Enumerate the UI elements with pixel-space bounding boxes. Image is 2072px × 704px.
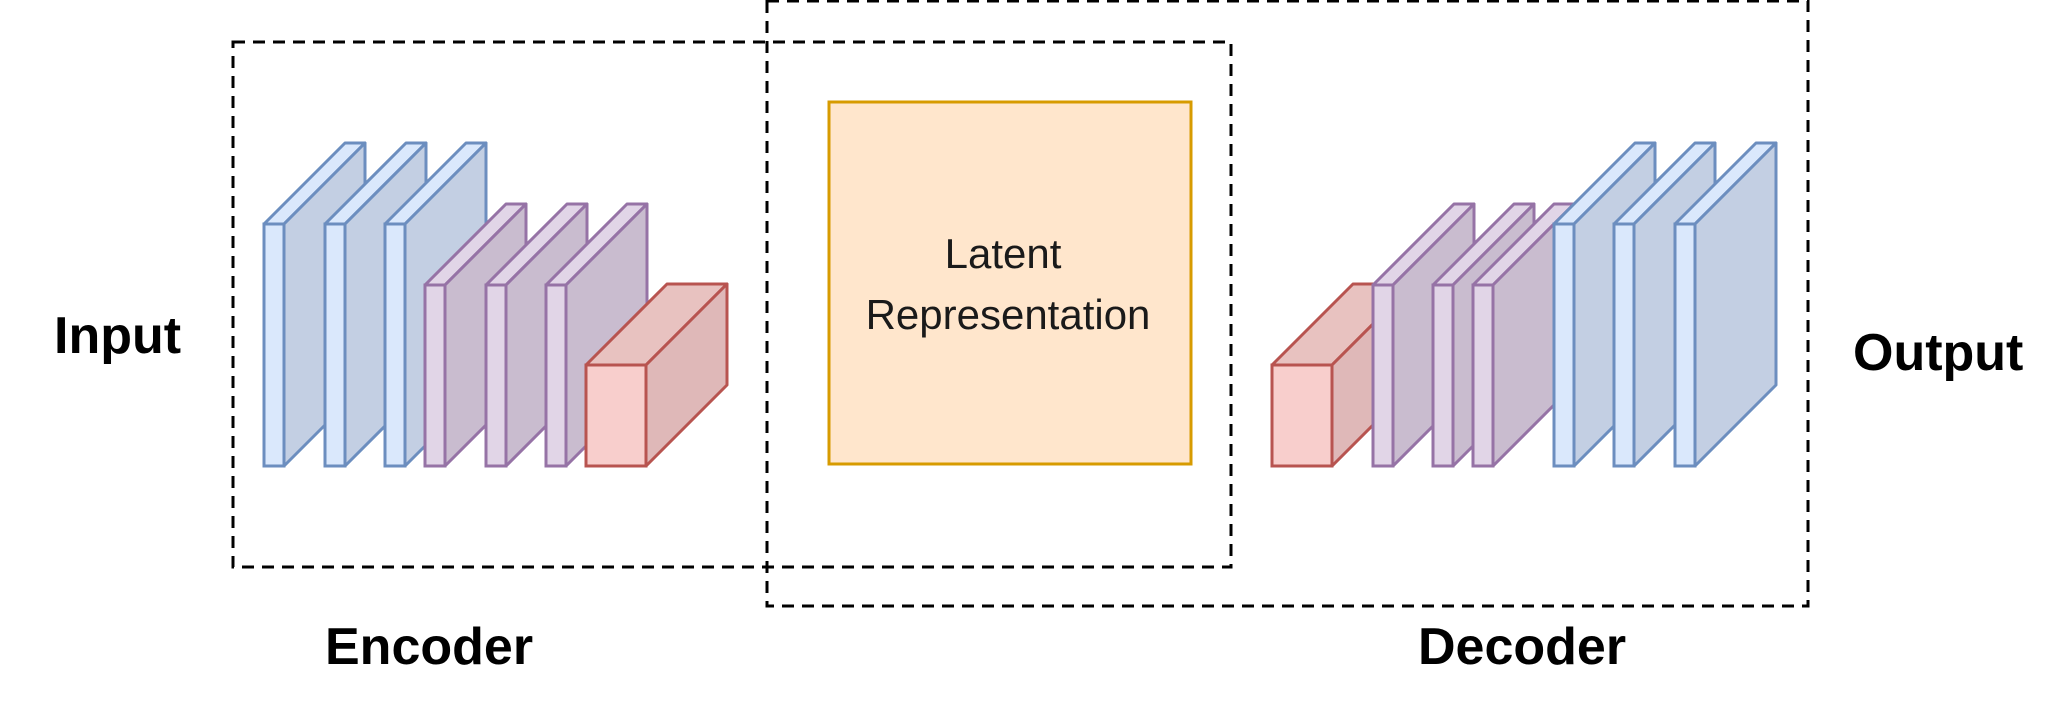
latent-box — [827, 100, 1193, 466]
decoder-label: Decoder — [1418, 618, 1626, 676]
encoder-label: Encoder — [325, 618, 533, 676]
encoder-boundary — [231, 40, 1233, 569]
latent-representation: Latent Representation — [827, 100, 1193, 466]
latent-label-line2: Representation — [866, 291, 1151, 338]
decoder-boundary — [765, 0, 1810, 608]
input-label: Input — [54, 307, 181, 365]
encoder-layer-red — [584, 282, 729, 468]
encoder-stack — [262, 141, 729, 468]
decoder-layer-blue-3 — [1673, 141, 1778, 468]
output-label: Output — [1853, 324, 2023, 382]
decoder-stack — [1270, 141, 1778, 468]
latent-label-line1: Latent — [945, 230, 1062, 277]
